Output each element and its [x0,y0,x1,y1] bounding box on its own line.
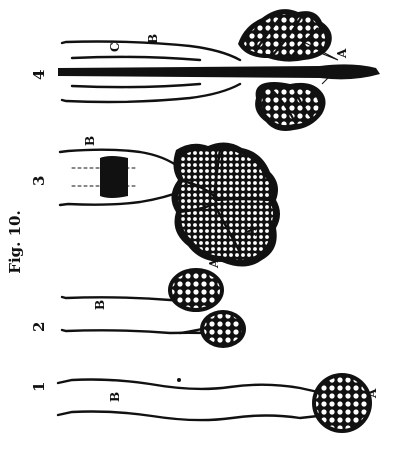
panel-1: 1 B A [30,373,379,433]
panel-1-label-b: B [108,392,122,402]
panel-1-duct [58,380,318,421]
panel-2-acinus-top [168,268,224,312]
panel-4-label-a: A [335,48,349,59]
panel-4-label-c: C [108,42,122,52]
panel-4-label-b: B [146,34,160,44]
panel-4: 4 C B A [30,9,380,131]
panel-4-acini-bottom [255,82,325,131]
figure-caption: Fig. 10. [6,210,24,273]
panel-4-acini-top [238,9,332,62]
panel-4-number: 4 [30,70,48,80]
panel-2-label-b: B [93,300,107,310]
panel-1-number: 1 [30,382,48,392]
panel-3-duct-plug [100,156,128,198]
panel-1-acinus [312,373,372,433]
panel-3-label-a: A [245,226,259,237]
panel-3-label-b: B [83,136,97,146]
panel-4-central-vessel [58,64,380,79]
panel-2-acinus-bottom [200,310,246,348]
panel-2: 2 B A [30,258,246,348]
panel-1-dot [177,378,181,382]
panel-1-label-a: A [365,388,379,399]
panel-2-number: 2 [30,322,48,332]
panel-3: 3 B A [30,136,280,267]
panel-3-number: 3 [30,176,48,186]
panel-3-acini [171,142,280,266]
